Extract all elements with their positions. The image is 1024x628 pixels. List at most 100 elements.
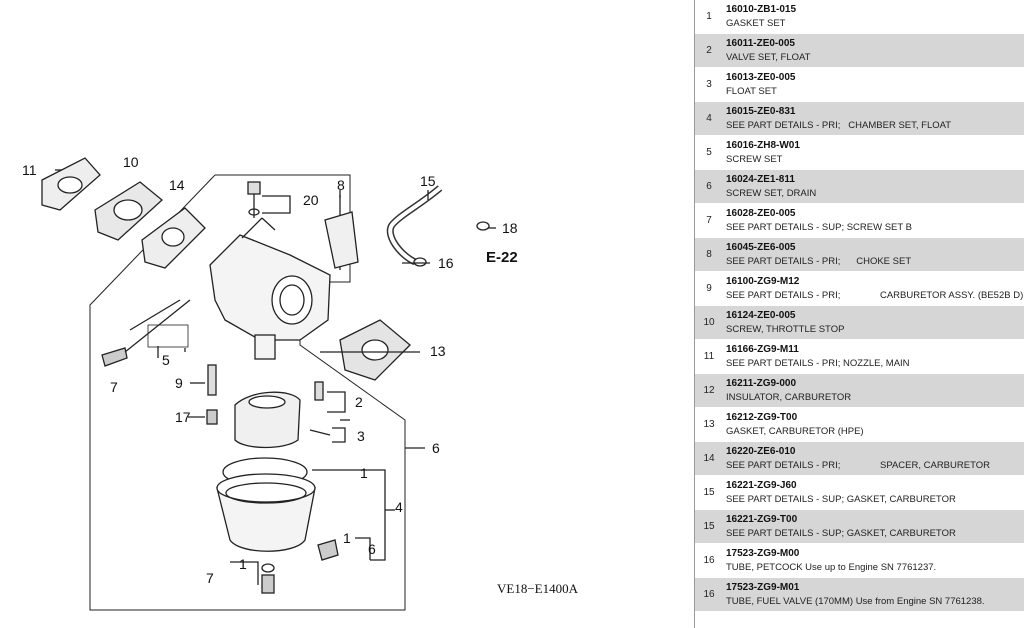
part-description: SEE PART DETAILS - PRI; NOZZLE, MAIN [726, 357, 910, 369]
part-index: 9 [706, 283, 712, 294]
callout-8: 8 [337, 177, 345, 193]
part-description: TUBE, FUEL VALVE (170MM) Use from Engine… [726, 595, 985, 607]
part-description: SEE PART DETAILS - PRI; CARBURETOR ASSY.… [726, 289, 1024, 301]
callout-4: 4 [395, 499, 403, 515]
part-description: SEE PART DETAILS - SUP; GASKET, CARBURET… [726, 493, 956, 505]
part-index: 14 [703, 453, 715, 464]
callout-9: 6 [432, 440, 440, 456]
callout-13: 11 [22, 162, 37, 178]
part-index: 6 [706, 181, 712, 192]
part-number-link[interactable]: 16220-ZE6-010 [726, 445, 796, 457]
carburetor-diagram-svg: 11 10 14 20 8 15 18 16 E-22 13 5 7 9 17 … [22, 154, 579, 611]
part-index: 2 [706, 45, 712, 56]
callout-15: 14 [169, 177, 185, 193]
part-description: FLOAT SET [726, 85, 777, 97]
part-number-link[interactable]: 17523-ZG9-M00 [726, 547, 800, 559]
part-number-link[interactable]: 16011-ZE0-005 [726, 37, 795, 49]
callout-16: 15 [420, 173, 436, 189]
part-number-link[interactable]: 16016-ZH8-W01 [726, 139, 800, 151]
part-description: SCREW SET, DRAIN [726, 187, 817, 199]
callout-1c: 1 [239, 556, 247, 572]
part-description: VALVE SET, FLOAT [726, 51, 811, 63]
part-description: SEE PART DETAILS - PRI; SPACER, CARBURET… [726, 459, 990, 471]
part-number-link[interactable]: 16221-ZG9-T00 [726, 513, 798, 525]
part-number-link[interactable]: 16015-ZE0-831 [726, 105, 796, 117]
part-index: 16 [703, 555, 715, 566]
part-number-link[interactable]: 16124-ZE0-005 [726, 309, 796, 321]
part-index: 15 [703, 487, 715, 498]
reference-label: E-22 [486, 249, 518, 266]
part-index: 11 [703, 351, 715, 362]
callout-5: 5 [162, 352, 170, 368]
part-number-link[interactable]: 16212-ZG9-T00 [726, 411, 798, 423]
part-index: 12 [703, 385, 715, 396]
callout-6: 6 [368, 541, 376, 557]
part-description: SEE PART DETAILS - SUP; SCREW SET B [726, 221, 913, 233]
part-description: SCREW, THROTTLE STOP [726, 323, 845, 335]
callout-2: 2 [355, 394, 363, 410]
exploded-parts-diagram: 11 10 14 20 8 15 18 16 E-22 13 5 7 9 17 … [22, 154, 579, 611]
part-index: 13 [703, 419, 715, 430]
callout-14: 13 [430, 343, 446, 359]
part-description: SEE PART DETAILS - PRI; CHOKE SET [726, 255, 912, 267]
part-number-link[interactable]: 16010-ZB1-015 [726, 3, 797, 15]
part-index: 3 [706, 79, 712, 90]
part-index: 10 [703, 317, 715, 328]
part-number-link[interactable]: 17523-ZG9-M01 [726, 581, 800, 593]
callout-1b: 1 [343, 530, 351, 546]
callout-12: 10 [123, 154, 139, 170]
callout-3: 3 [357, 428, 365, 444]
part-number-link[interactable]: 16100-ZG9-M12 [726, 275, 800, 287]
part-description: GASKET, CARBURETOR (HPE) [726, 425, 864, 437]
callout-19: 17 [175, 409, 191, 425]
part-number-link[interactable]: 16028-ZE0-005 [726, 207, 796, 219]
part-number-link[interactable]: 16211-ZG9-000 [726, 377, 797, 389]
part-index: 1 [706, 11, 712, 22]
part-number-link[interactable]: 16013-ZE0-005 [726, 71, 796, 83]
callout-10: 7 [110, 379, 118, 395]
part-number-link[interactable]: 16024-ZE1-811 [726, 173, 795, 185]
part-number-link[interactable]: 16166-ZG9-M11 [726, 343, 799, 355]
part-index: 5 [706, 147, 712, 158]
callout-7: 7 [206, 570, 214, 586]
part-index: 8 [706, 249, 712, 260]
part-description: INSULATOR, CARBURETOR [726, 391, 852, 403]
callout-20: 20 [303, 192, 319, 208]
part-description: TUBE, PETCOCK Use up to Engine SN 776123… [726, 561, 937, 573]
part-number-link[interactable]: 16045-ZE6-005 [726, 241, 796, 253]
callout-1a: 1 [360, 465, 368, 481]
part-number-link[interactable]: 16221-ZG9-J60 [726, 479, 797, 491]
callout-18: 18 [502, 220, 518, 236]
